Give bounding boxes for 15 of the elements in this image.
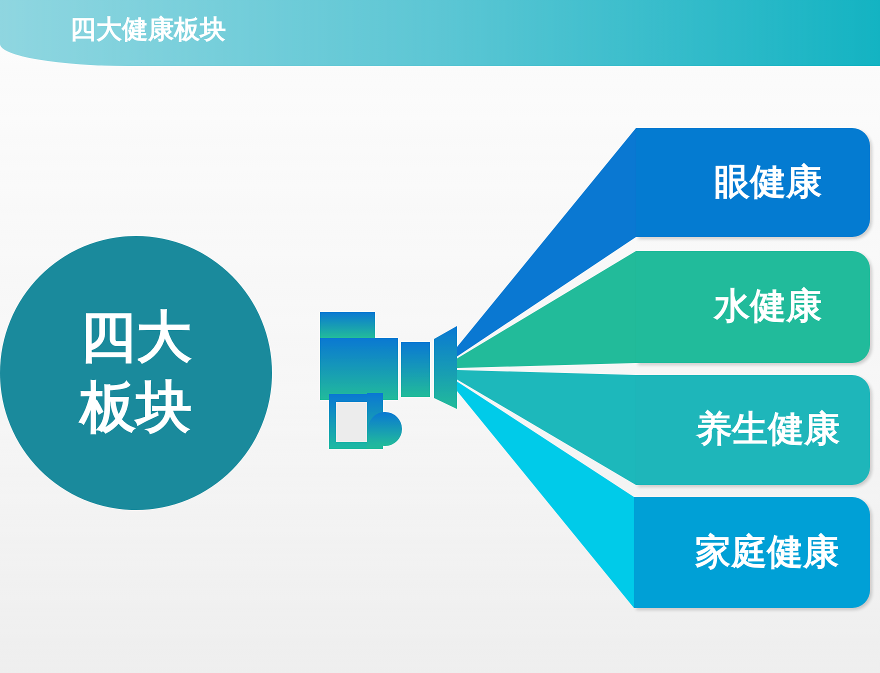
category-label: 水健康 — [714, 285, 822, 329]
category-box — [636, 251, 870, 363]
category-box — [634, 497, 870, 608]
page-title: 四大健康板块 — [70, 14, 226, 47]
topic-label: 四大板块 — [78, 304, 193, 442]
light-beam — [457, 370, 636, 485]
category-box — [636, 128, 870, 237]
category-label: 养生健康 — [696, 408, 840, 452]
category-box — [636, 375, 870, 485]
light-beam — [457, 382, 634, 608]
category-label: 眼健康 — [714, 160, 822, 204]
light-beam — [457, 128, 636, 356]
category-label: 家庭健康 — [695, 530, 839, 574]
projector-icon — [320, 312, 457, 449]
light-beam — [457, 251, 636, 368]
